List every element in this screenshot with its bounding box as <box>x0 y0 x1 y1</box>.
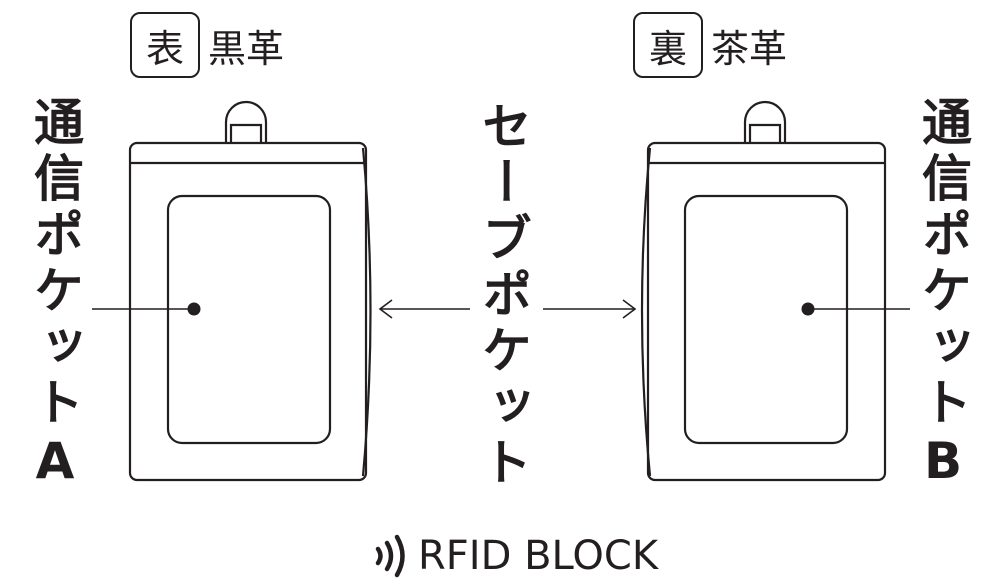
back-ring <box>743 100 787 142</box>
right-arrow <box>543 299 637 319</box>
front-side-badge: 表 <box>130 12 200 78</box>
pocket-b-dot <box>801 302 815 316</box>
back-tag: 裏 茶革 <box>633 12 787 78</box>
back-pocket-b <box>683 194 849 445</box>
front-tag: 表 黒革 <box>130 12 284 78</box>
front-material: 黒革 <box>208 26 285 71</box>
back-side-badge: 裏 <box>633 12 703 78</box>
rfid-wave-icon <box>375 534 405 578</box>
left-arrow <box>378 299 470 319</box>
pocket-b-label: 通信ポケットB <box>914 96 972 496</box>
pocket-a-dot <box>187 302 201 316</box>
rfid-text: RFID BLOCK <box>418 533 659 579</box>
back-material: 茶革 <box>711 26 788 71</box>
front-wallet <box>128 100 372 482</box>
back-body <box>646 141 887 482</box>
back-wallet <box>640 100 887 482</box>
front-ring <box>224 100 268 142</box>
front-body <box>128 141 368 482</box>
pocket-a-label: 通信ポケットA <box>26 96 84 496</box>
save-pocket-label: セーブポケット <box>474 100 532 492</box>
rfid-block-badge: RFID BLOCK <box>372 533 658 579</box>
front-pocket-a <box>166 194 332 445</box>
